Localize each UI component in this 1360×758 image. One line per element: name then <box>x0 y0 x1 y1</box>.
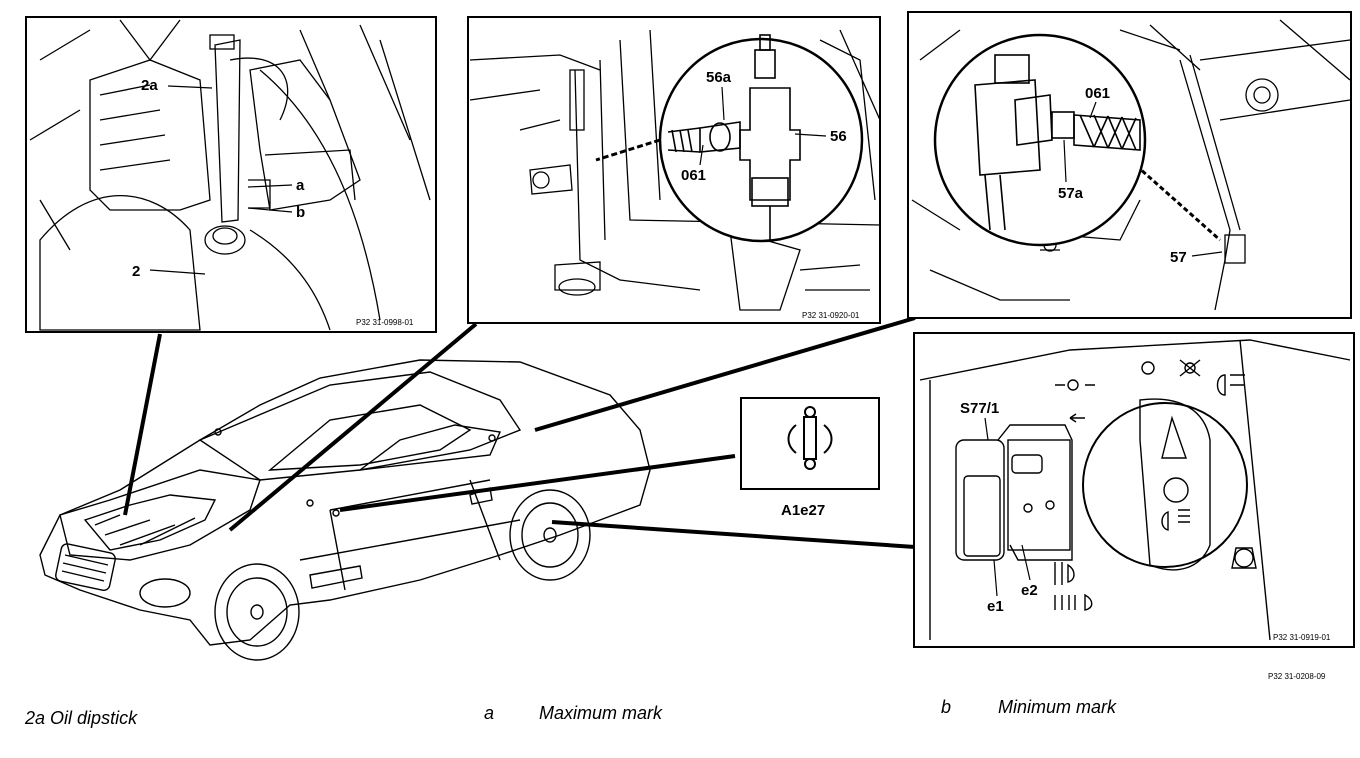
warning-code-label: A1e27 <box>781 502 825 519</box>
label-57: 57 <box>1170 249 1187 266</box>
label-2a: 2a <box>141 77 158 94</box>
label-b: b <box>296 204 305 221</box>
label-061: 061 <box>1085 85 1110 102</box>
legend-item-maximum-mark: a Maximum mark <box>484 703 662 724</box>
panel-switch: S77/1 e1 e2 P32 31-0919-01 <box>913 332 1355 648</box>
legend-key: b <box>941 697 952 717</box>
panel-sensor: 061 57a 57 <box>907 11 1352 319</box>
legend-item-minimum-mark: b Minimum mark <box>941 697 1116 718</box>
car-illustration <box>39 359 651 661</box>
legend-key: a <box>484 703 495 723</box>
label-S77-1: S77/1 <box>960 400 999 417</box>
panel-coolant: 56a 56 061 P32 31-0920-01 <box>467 16 881 324</box>
label-a: a <box>296 177 305 194</box>
label-2: 2 <box>132 263 140 280</box>
legend-text: Minimum mark <box>998 697 1117 717</box>
label-061: 061 <box>681 167 706 184</box>
label-57a: 57a <box>1058 185 1084 202</box>
panel-code: P32 31-0920-01 <box>802 311 860 320</box>
panel-code: P32 31-0919-01 <box>1273 633 1331 642</box>
legend-key: 2a <box>25 708 46 728</box>
legend-item-oil-dipstick: 2a Oil dipstick <box>25 708 137 729</box>
legend-text: Oil dipstick <box>50 708 138 728</box>
figure-code: P32 31-0208-09 <box>1268 672 1326 681</box>
panel-code: P32 31-0998-01 <box>356 318 414 327</box>
warning-lamp-box: A1e27 <box>740 397 880 519</box>
panel-oil-dipstick: 2a a b 2 P32 31-0998-01 <box>25 16 437 333</box>
label-e1: e1 <box>987 598 1004 615</box>
label-56: 56 <box>830 128 847 145</box>
label-e2: e2 <box>1021 582 1038 599</box>
label-56a: 56a <box>706 69 732 86</box>
leader-lines <box>123 316 916 549</box>
legend-text: Maximum mark <box>539 703 663 723</box>
